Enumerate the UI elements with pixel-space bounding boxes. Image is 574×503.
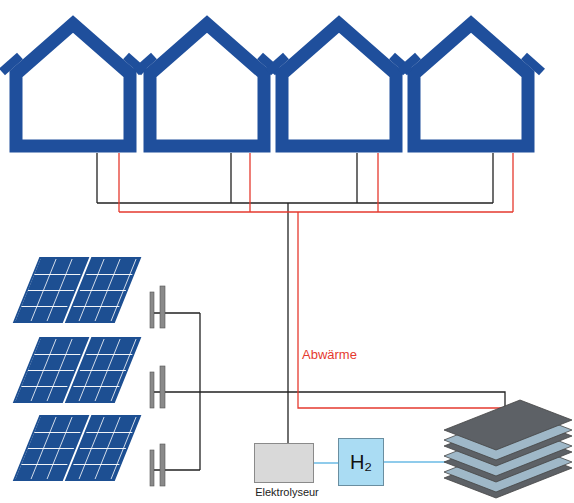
- hydrogen-tank: H₂: [338, 438, 384, 486]
- heat-label: Abwärme: [301, 347, 358, 362]
- solar-panels: [14, 258, 165, 486]
- tank-label: H₂: [350, 451, 372, 474]
- heat-pipes: [119, 153, 525, 428]
- power-wires: [97, 153, 505, 470]
- house-eaves: [2, 56, 542, 72]
- hydrogen-pipe: [314, 463, 338, 464]
- electrolyser-box: Elektrolyseur: [237, 443, 337, 498]
- houses: [16, 24, 528, 146]
- electrolyser-body: [254, 443, 314, 483]
- hydrogen-pipe: [384, 461, 446, 463]
- fuel-cell-stack: [444, 400, 572, 498]
- device-label: Elektrolyseur: [237, 486, 337, 498]
